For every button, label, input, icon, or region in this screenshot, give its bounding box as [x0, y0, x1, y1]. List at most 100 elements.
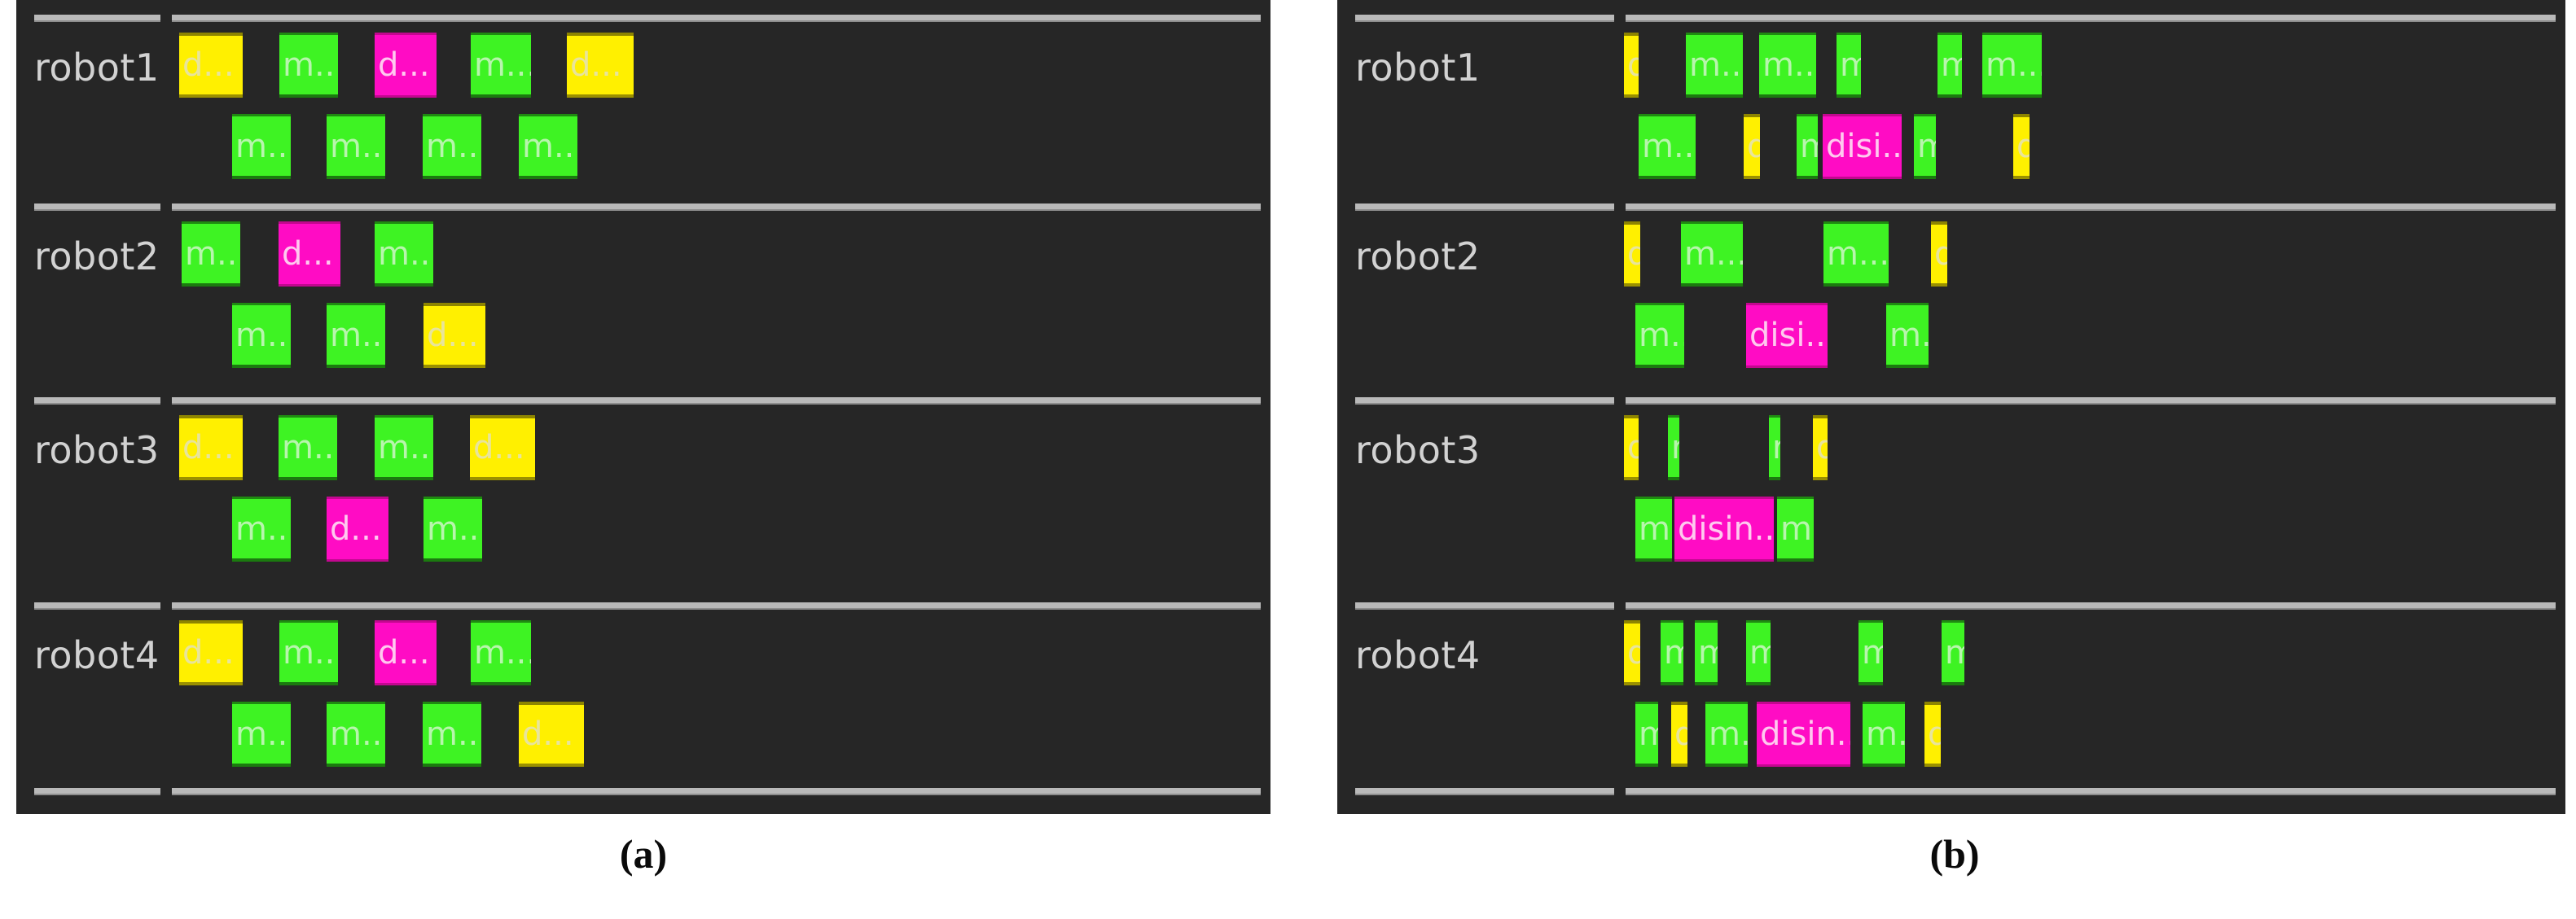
- task-bar[interactable]: d: [1671, 702, 1687, 767]
- gantt-panel-a: robot1 d... m... d... m... d... m... m... m... m.…: [16, 0, 1270, 814]
- task-bar[interactable]: m...: [232, 114, 291, 179]
- task-bar[interactable]: d...: [375, 33, 437, 98]
- task-bar[interactable]: m...: [1686, 33, 1743, 98]
- task-bar[interactable]: m...: [1635, 303, 1684, 368]
- task-bar[interactable]: m...: [1982, 33, 2042, 98]
- task-bar[interactable]: m.: [1635, 497, 1672, 562]
- task-bar[interactable]: m...: [375, 415, 433, 480]
- task-bar-label: m..: [1889, 316, 1929, 354]
- task-bar[interactable]: d: [1924, 702, 1941, 767]
- task-bar-label: d...: [182, 46, 235, 84]
- task-bar[interactable]: m...: [1639, 114, 1696, 179]
- row-separator-right: [172, 788, 1261, 795]
- task-bar[interactable]: m: [1858, 620, 1883, 685]
- task-bar-label: d: [1813, 431, 1828, 464]
- task-bar-label: m...: [378, 428, 433, 466]
- task-bar[interactable]: m...: [471, 33, 531, 98]
- task-bar[interactable]: m: [1914, 114, 1936, 179]
- task-bar-label: d...: [182, 634, 235, 672]
- task-bar[interactable]: d: [1624, 620, 1640, 685]
- task-bar-label: m...: [474, 46, 531, 84]
- task-bar-label: d...: [570, 46, 622, 84]
- task-bar[interactable]: d: [1813, 415, 1828, 480]
- row-separator-left: [34, 602, 160, 610]
- task-bar[interactable]: m.: [1777, 497, 1814, 562]
- task-bar[interactable]: m: [1937, 33, 1962, 98]
- task-bar[interactable]: m...: [327, 702, 385, 767]
- task-bar[interactable]: m...: [423, 497, 482, 562]
- task-bar[interactable]: m...: [519, 114, 577, 179]
- task-bar[interactable]: m.: [1863, 702, 1905, 767]
- task-bar[interactable]: m...: [232, 702, 291, 767]
- task-bar-label: m...: [522, 127, 577, 165]
- task-bar[interactable]: m...: [327, 303, 385, 368]
- task-bar[interactable]: m: [1746, 620, 1771, 685]
- task-bar[interactable]: m.: [1705, 702, 1748, 767]
- task-bar[interactable]: d...: [423, 303, 485, 368]
- task-bar[interactable]: m: [1942, 620, 1964, 685]
- task-bar[interactable]: m...: [375, 221, 433, 287]
- task-bar[interactable]: m...: [471, 620, 531, 685]
- task-bar[interactable]: d: [1624, 33, 1639, 98]
- task-bar[interactable]: d: [1624, 415, 1639, 480]
- row-label-robot2: robot2: [34, 234, 160, 278]
- task-bar[interactable]: m...: [423, 114, 481, 179]
- task-bar[interactable]: m..: [1886, 303, 1929, 368]
- task-bar[interactable]: m...: [232, 303, 291, 368]
- task-bar[interactable]: m: [1661, 620, 1683, 685]
- task-bar[interactable]: disi...: [1823, 114, 1902, 179]
- task-bar[interactable]: d...: [519, 702, 584, 767]
- task-bar[interactable]: m...: [423, 702, 481, 767]
- task-bar-label: d: [1624, 49, 1639, 81]
- row-separator-left: [1355, 203, 1614, 211]
- task-bar[interactable]: m...: [279, 415, 337, 480]
- task-bar[interactable]: d: [1744, 114, 1760, 179]
- task-bar[interactable]: d: [2013, 114, 2030, 179]
- task-bar[interactable]: m...: [327, 114, 385, 179]
- task-bar[interactable]: m...: [279, 620, 338, 685]
- task-bar-label: m...: [330, 127, 385, 165]
- task-bar-label: d...: [427, 317, 479, 354]
- task-bar-label: m...: [1684, 234, 1743, 273]
- row-separator-left: [1355, 15, 1614, 22]
- task-bar[interactable]: d...: [375, 620, 437, 685]
- task-bar[interactable]: r: [1668, 415, 1679, 480]
- task-bar[interactable]: m: [1695, 620, 1718, 685]
- task-bar[interactable]: m...: [279, 33, 338, 98]
- task-bar[interactable]: m...: [1823, 221, 1889, 287]
- gantt-panel-b: robot1dm...m...mmm...m...dmdisi...mdrobo…: [1337, 0, 2565, 814]
- task-bar-label: m: [1695, 637, 1718, 669]
- task-bar[interactable]: d: [1931, 221, 1947, 287]
- task-bar[interactable]: d...: [179, 415, 243, 480]
- task-bar[interactable]: d...: [179, 33, 243, 98]
- task-bar[interactable]: m...: [1759, 33, 1816, 98]
- task-bar[interactable]: disin...: [1757, 702, 1850, 767]
- task-bar[interactable]: d...: [279, 221, 340, 287]
- task-bar-label: d...: [473, 429, 525, 466]
- task-bar[interactable]: m...: [182, 221, 240, 287]
- task-bar-label: m: [1837, 49, 1861, 81]
- task-bar[interactable]: r: [1769, 415, 1780, 480]
- row-separator-left: [34, 15, 160, 22]
- row-separator-right: [1626, 788, 2556, 795]
- task-bar[interactable]: disin...: [1674, 497, 1774, 562]
- task-bar-label: d: [1744, 130, 1760, 163]
- task-bar[interactable]: m: [1837, 33, 1861, 98]
- task-bar[interactable]: m: [1635, 702, 1658, 767]
- task-bar[interactable]: disi...: [1746, 303, 1828, 368]
- task-bar-label: disi...: [1749, 317, 1828, 354]
- task-bar[interactable]: d...: [470, 415, 535, 480]
- row-label-robot1: robot1: [34, 46, 160, 90]
- task-bar[interactable]: m...: [1681, 221, 1743, 287]
- row-label-robot4: robot4: [1355, 633, 1481, 677]
- task-bar[interactable]: m...: [232, 497, 291, 562]
- task-bar-label: r: [1668, 431, 1679, 464]
- task-bar[interactable]: d...: [327, 497, 388, 562]
- task-bar[interactable]: d...: [567, 33, 634, 98]
- task-bar[interactable]: d: [1624, 221, 1640, 287]
- task-bar-label: r: [1769, 431, 1780, 464]
- task-bar[interactable]: d...: [179, 620, 243, 685]
- task-bar-label: d: [1931, 238, 1947, 270]
- task-bar[interactable]: m: [1797, 114, 1818, 179]
- row-label-robot3: robot3: [1355, 428, 1481, 472]
